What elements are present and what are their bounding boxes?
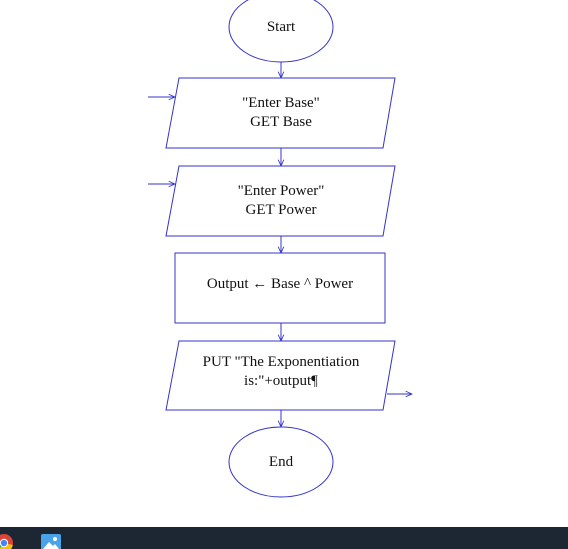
process-rectangle[interactable] bbox=[174, 252, 386, 324]
photos-icon[interactable] bbox=[40, 533, 62, 549]
chrome-icon[interactable] bbox=[0, 533, 14, 549]
input-base-parallelogram[interactable] bbox=[165, 77, 396, 149]
output-parallelogram[interactable] bbox=[165, 340, 396, 411]
flowchart-canvas bbox=[148, 0, 568, 498]
start-terminal[interactable] bbox=[228, 0, 334, 63]
taskbar bbox=[0, 527, 568, 549]
input-power-parallelogram[interactable] bbox=[165, 165, 396, 237]
end-terminal[interactable] bbox=[228, 426, 334, 498]
